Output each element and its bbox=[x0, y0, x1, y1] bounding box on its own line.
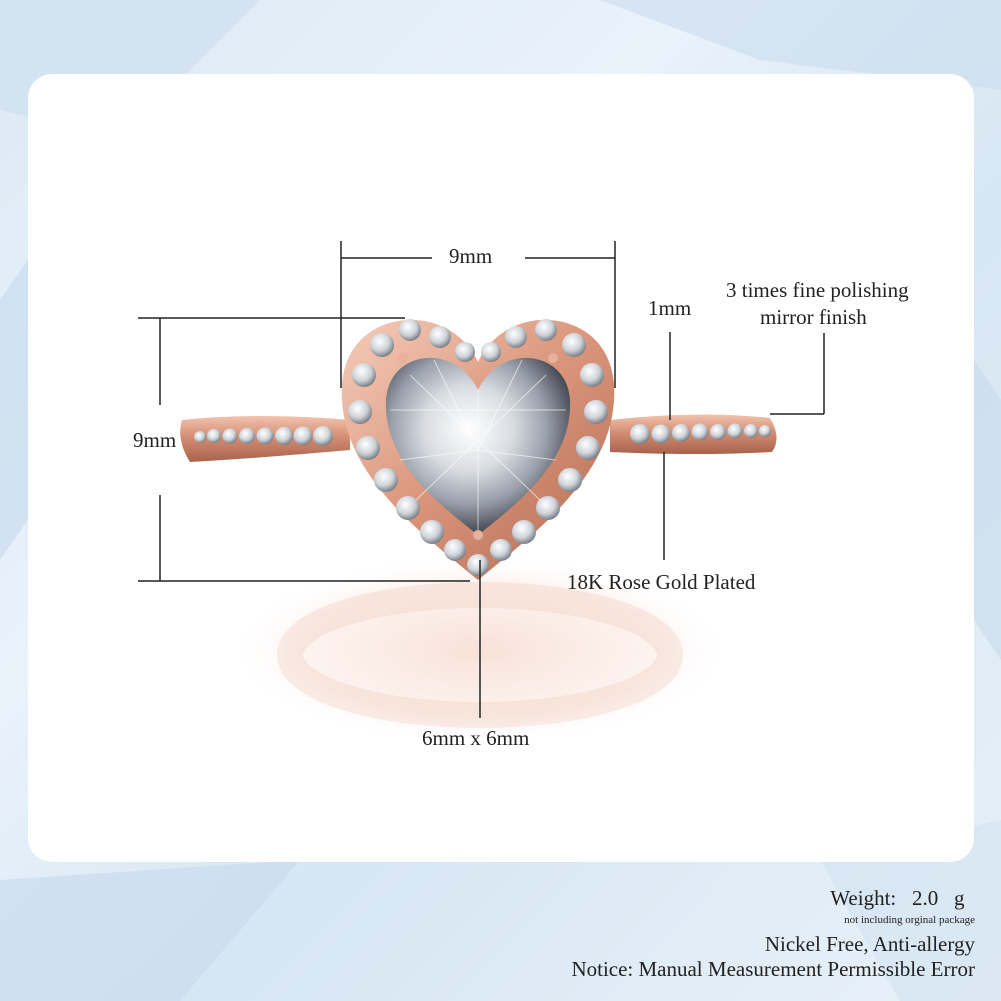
feature-text: Nickel Free, Anti-allergy bbox=[764, 932, 975, 956]
plating-label: 18K Rose Gold Plated bbox=[567, 570, 756, 594]
band-pave-stones bbox=[194, 423, 771, 446]
weight-unit: g bbox=[954, 886, 965, 910]
height-dimension-label: 9mm bbox=[133, 428, 177, 452]
width-dimension-label: 9mm bbox=[449, 244, 493, 268]
dimension-lines bbox=[138, 241, 825, 718]
stone-size-label: 6mm x 6mm bbox=[422, 726, 530, 750]
finish-label-line1: 3 times fine polishing bbox=[726, 278, 909, 302]
finish-label-line2: mirror finish bbox=[760, 305, 867, 329]
notice-text: Notice: Manual Measurement Permissible E… bbox=[571, 957, 975, 981]
weight-label: Weight: bbox=[830, 886, 897, 910]
weight-value: 2.0 bbox=[912, 886, 939, 910]
halo-pave-stones bbox=[348, 319, 608, 576]
weight-note: not including orginal package bbox=[844, 914, 975, 926]
weight-row: Weight: 2.0 g bbox=[830, 886, 975, 911]
band-width-label: 1mm bbox=[648, 296, 692, 320]
